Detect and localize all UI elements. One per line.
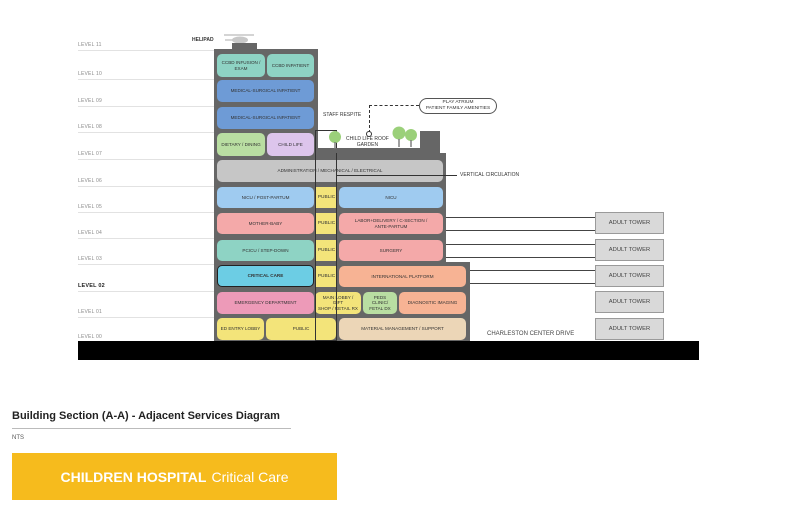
room-mother-baby: MOTHER-BABY xyxy=(217,213,314,234)
public-spine-03: PUBLIC xyxy=(316,240,337,261)
roof-bump xyxy=(420,131,440,153)
tower-link xyxy=(446,257,595,258)
level-label-10: LEVEL 10 xyxy=(78,71,102,77)
room-child-life: CHILD LIFE xyxy=(267,133,314,156)
level-label-11: LEVEL 11 xyxy=(78,42,102,48)
tower-link xyxy=(470,283,595,284)
level-label-05: LEVEL 05 xyxy=(78,204,102,210)
helipad-label: HELIPAD xyxy=(192,37,214,43)
room-diagnostic: DIAGNOSTIC IMAGING xyxy=(399,292,466,314)
room-labor: LABOR+DELIVERY / C-SECTION / ANTE-PARTUM xyxy=(339,213,443,234)
room-emergency: EMERGENCY DEPARTMENT xyxy=(217,292,314,314)
tower-link xyxy=(470,270,595,271)
public-spine-04: PUBLIC xyxy=(316,213,337,234)
charleston-drive-label: CHARLESTON CENTER DRIVE xyxy=(487,331,575,337)
tower-link xyxy=(446,217,595,218)
room-ccbd-inpatient: CCBD INPATIENT xyxy=(267,54,314,77)
public-spine-02: PUBLIC xyxy=(316,266,337,287)
roof-garden-slab xyxy=(318,148,420,153)
title-divider xyxy=(12,428,291,429)
level-label-09: LEVEL 09 xyxy=(78,98,102,104)
tree-icon xyxy=(328,130,342,155)
diagram-title: Building Section (A-A) - Adjacent Servic… xyxy=(12,410,280,422)
adult-tower-block: ADULT TOWER xyxy=(595,265,664,287)
ground-plane xyxy=(78,341,699,360)
room-dietary: DIETARY / DINING xyxy=(217,133,265,156)
room-nicu-post: NICU / POST-PARTUM xyxy=(217,187,314,208)
tree-icon xyxy=(392,126,406,153)
level-label-01: LEVEL 01 xyxy=(78,309,102,315)
public-spine-05: PUBLIC xyxy=(316,187,337,208)
level-line xyxy=(78,186,216,187)
room-med-surg-08: MEDICAL-SURGICAL INPATIENT xyxy=(217,107,314,129)
room-picu: PCICU / STEP-DOWN xyxy=(217,240,314,261)
room-nicu: NICU xyxy=(339,187,443,208)
atrium-marker xyxy=(366,131,372,137)
level-label-02: LEVEL 02 xyxy=(78,283,105,289)
level-line xyxy=(78,79,216,80)
project-banner: CHILDREN HOSPITAL Critical Care xyxy=(12,453,337,500)
room-med-surg-09: MEDICAL-SURGICAL INPATIENT xyxy=(217,80,314,102)
level-line xyxy=(78,238,216,239)
atrium-dashed-connector xyxy=(369,105,419,133)
vertical-circulation-leader xyxy=(337,175,457,176)
adult-tower-block: ADULT TOWER xyxy=(595,212,664,234)
level-label-04: LEVEL 04 xyxy=(78,230,102,236)
vertical-circulation-outline xyxy=(315,130,337,341)
level-label-08: LEVEL 08 xyxy=(78,124,102,130)
room-admin: ADMINISTRATION / MECHANICAL / ELECTRICAL xyxy=(217,160,443,182)
level-line xyxy=(78,50,216,51)
level-label-03: LEVEL 03 xyxy=(78,256,102,262)
level-line xyxy=(78,106,216,107)
level-label-07: LEVEL 07 xyxy=(78,151,102,157)
room-public-ground: PUBLIC xyxy=(266,318,336,340)
room-international: INTERNATIONAL PLATFORM xyxy=(339,266,466,287)
level-line xyxy=(78,291,216,292)
room-ed-entry: ED ENTRY LOBBY xyxy=(217,318,264,340)
level-label-00: LEVEL 00 xyxy=(78,334,102,340)
adult-tower-block: ADULT TOWER xyxy=(595,318,664,340)
level-line xyxy=(78,317,216,318)
room-main-lobby: MAIN LOBBY / GIFT SHOP / RETAIL RX xyxy=(315,292,361,314)
nts-label: NTS xyxy=(12,435,24,441)
level-line xyxy=(78,212,216,213)
room-peds-clinic: PEDS CLINIC/ FETAL DX xyxy=(363,292,397,314)
tower-link xyxy=(446,230,595,231)
tower-link xyxy=(446,244,595,245)
tree-icon xyxy=(404,128,418,153)
vertical-circulation-label: VERTICAL CIRCULATION xyxy=(460,172,520,178)
roof-garden-label: CHILD LIFE ROOF GARDEN xyxy=(346,136,389,148)
room-material: MATERIAL MANAGEMENT / SUPPORT xyxy=(339,318,466,340)
banner-bold-text: CHILDREN HOSPITAL xyxy=(60,468,207,485)
room-critical-care: CRITICAL CARE xyxy=(217,265,314,287)
level-line xyxy=(78,159,216,160)
helipad-deck xyxy=(232,43,257,49)
level-label-06: LEVEL 06 xyxy=(78,178,102,184)
play-atrium-callout: PLAY ATRIUM PATIENT FAMILY AMENITIES xyxy=(419,98,497,114)
adult-tower-block: ADULT TOWER xyxy=(595,291,664,313)
level-line xyxy=(78,264,216,265)
banner-light-text: Critical Care xyxy=(211,468,289,485)
room-ccbd-infusion: CCBD INFUSION / EXAM xyxy=(217,54,265,77)
adult-tower-block: ADULT TOWER xyxy=(595,239,664,261)
level-line xyxy=(78,132,216,133)
room-surgery: SURGERY xyxy=(339,240,443,261)
staff-respite-label: STAFF RESPITE xyxy=(323,112,362,118)
